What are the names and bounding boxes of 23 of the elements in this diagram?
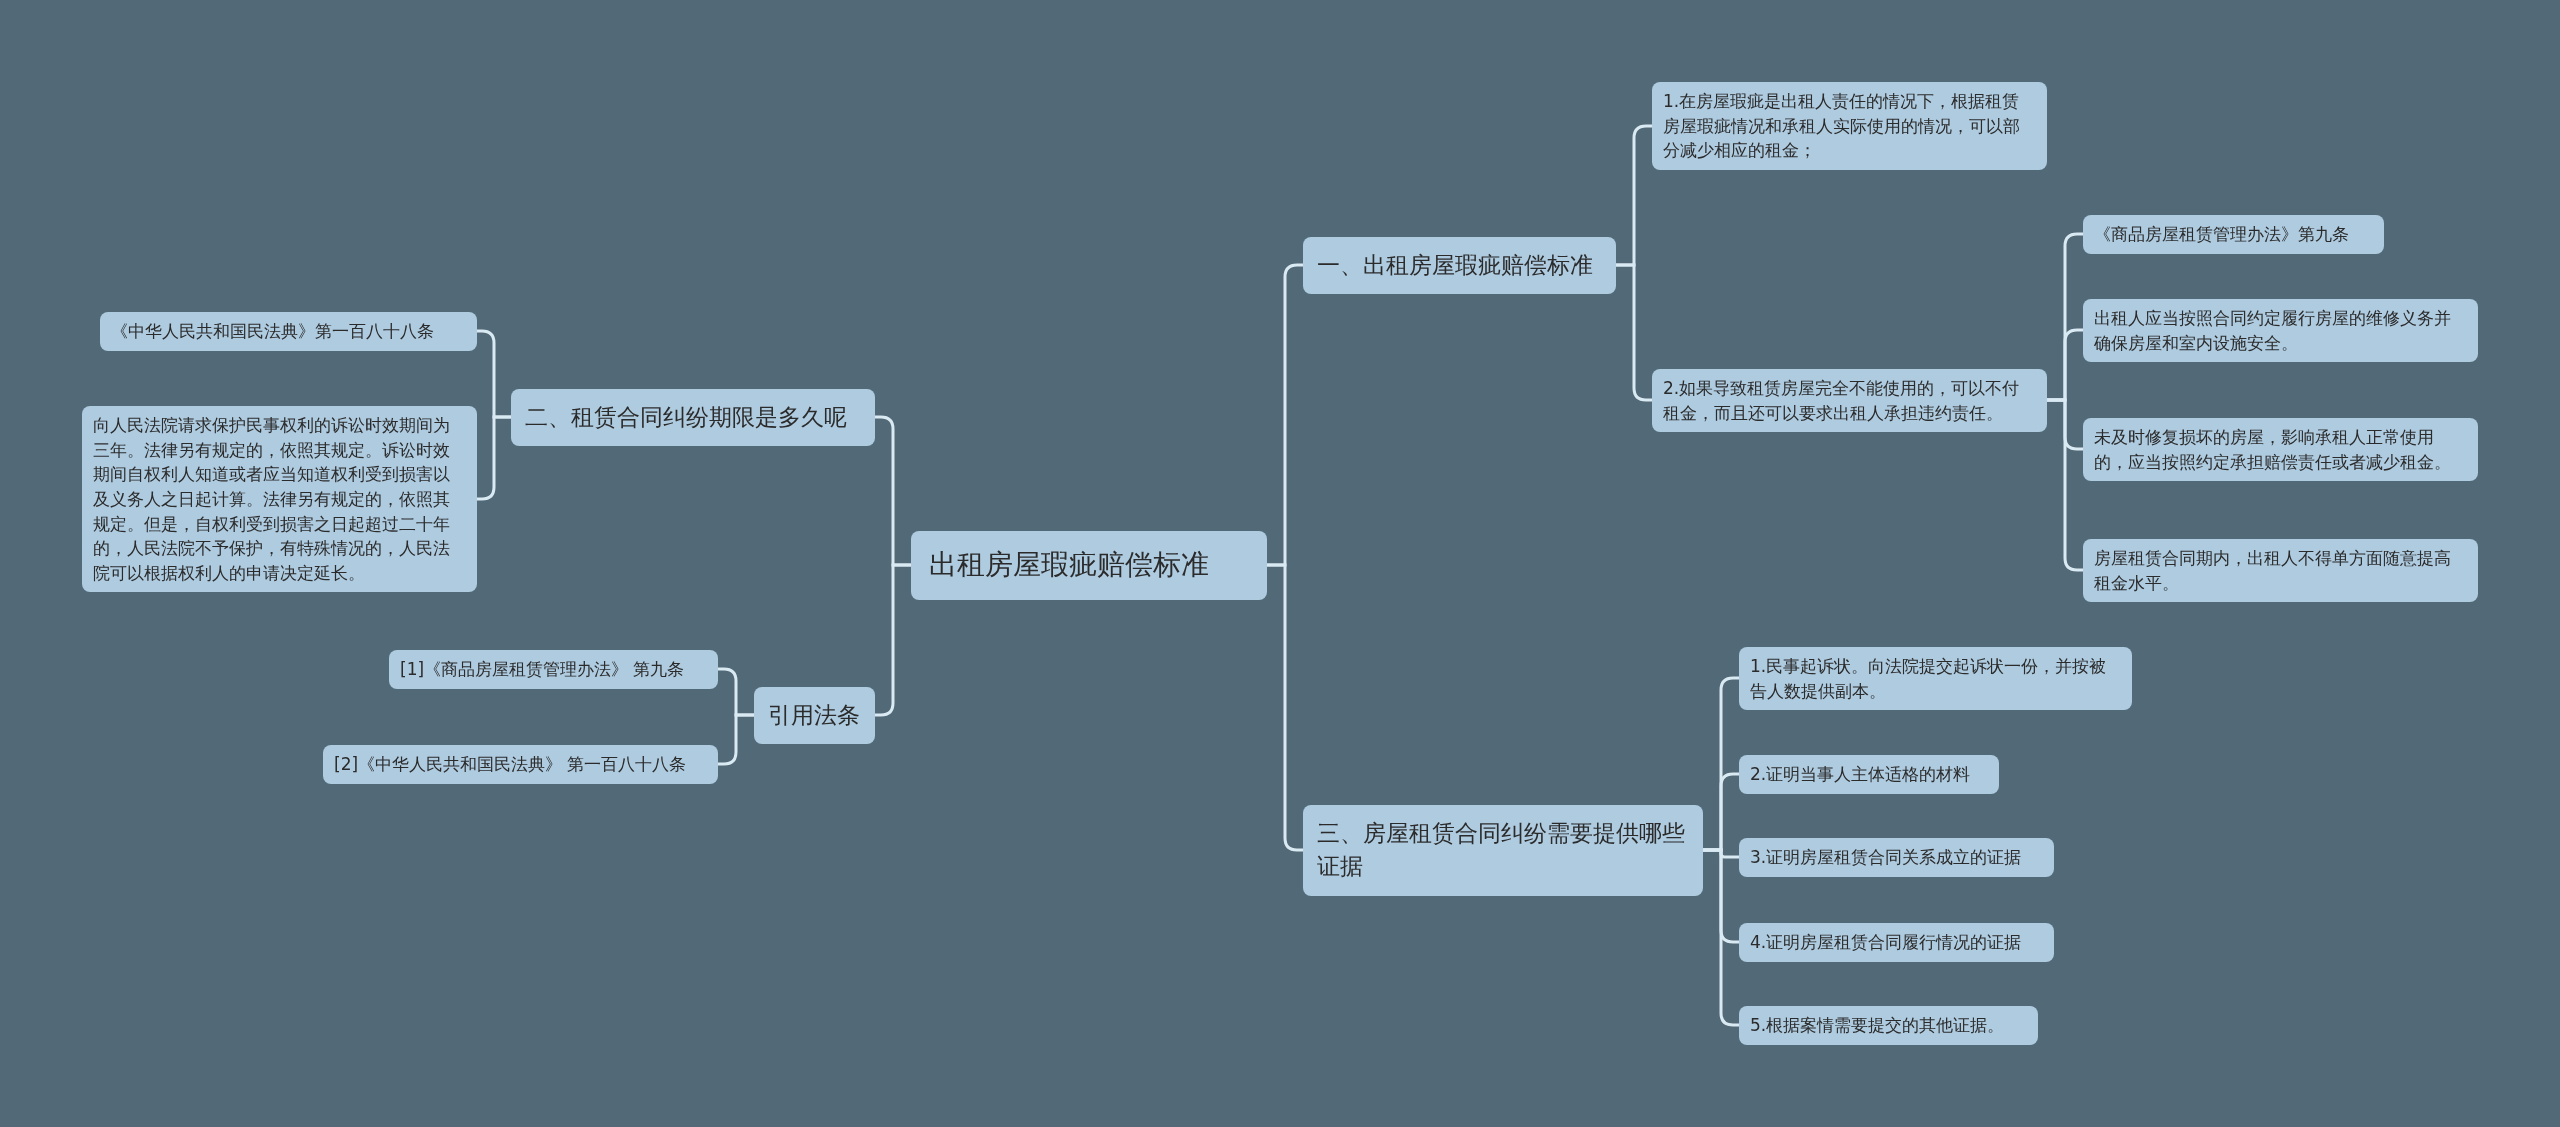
subtopic-box: 2.证明当事人主体适格的材料 xyxy=(1739,755,1999,794)
topic-box: 引用法条 xyxy=(754,687,875,745)
subtopic-box: 2.如果导致租赁房屋完全不能使用的，可以不付租金，而且还可以要求出租人承担违约责任。 xyxy=(1652,369,2047,433)
subtopic-box: 4.证明房屋租赁合同履行情况的证据 xyxy=(1739,923,2054,962)
central-topic-box: 出租房屋瑕疵赔偿标准 xyxy=(911,531,1267,600)
topic-box: 三、房屋租赁合同纠纷需要提供哪些证据 xyxy=(1303,805,1703,896)
subtopic-box: 《商品房屋租赁管理办法》第九条 xyxy=(2083,215,2384,254)
subtopic-box: 1.在房屋瑕疵是出租人责任的情况下，根据租赁房屋瑕疵情况和承租人实际使用的情况，可以部分减少相应的租金； xyxy=(1652,82,2047,170)
connector-line xyxy=(1616,263,1652,402)
subtopic-box: 5.根据案情需要提交的其他证据。 xyxy=(1739,1006,2038,1045)
connector-line xyxy=(718,713,754,766)
subtopic-box: 向人民法院请求保护民事权利的诉讼时效期间为三年。法律另有规定的，依照其规定。诉讼时效期间自权利人知道或者应当知道权利受到损害以及义务人之日起计算。法律另有规定的，依照其规定。但是，自权利受到损害之日起超过二十年的，人民法院不予保护，有特殊情况的，人民法院可以根据权利人的申请决定延长。 xyxy=(82,406,477,593)
subtopic-box: 《中华人民共和国民法典》第一百八十八条 xyxy=(100,312,477,351)
subtopic-box: [2]《中华人民共和国民法典》 第一百八十八条 xyxy=(323,745,718,784)
subtopic-box: 1.民事起诉状。向法院提交起诉状一份，并按被告人数提供副本。 xyxy=(1739,647,2132,711)
subtopic-box: [1]《商品房屋租赁管理办法》 第九条 xyxy=(389,650,718,689)
subtopic-box: 未及时修复损坏的房屋，影响承租人正常使用的，应当按照约定承担赔偿责任或者减少租金。 xyxy=(2083,418,2478,482)
connector-line xyxy=(2047,398,2083,572)
subtopic-box: 房屋租赁合同期内，出租人不得单方面随意提高租金水平。 xyxy=(2083,539,2478,603)
topic-box: 二、租赁合同纠纷期限是多久呢 xyxy=(511,389,875,447)
subtopic-box: 3.证明房屋租赁合同关系成立的证据 xyxy=(1739,838,2054,877)
topic-box: 一、出租房屋瑕疵赔偿标准 xyxy=(1303,237,1616,295)
subtopic-box: 出租人应当按照合同约定履行房屋的维修义务并确保房屋和室内设施安全。 xyxy=(2083,299,2478,363)
